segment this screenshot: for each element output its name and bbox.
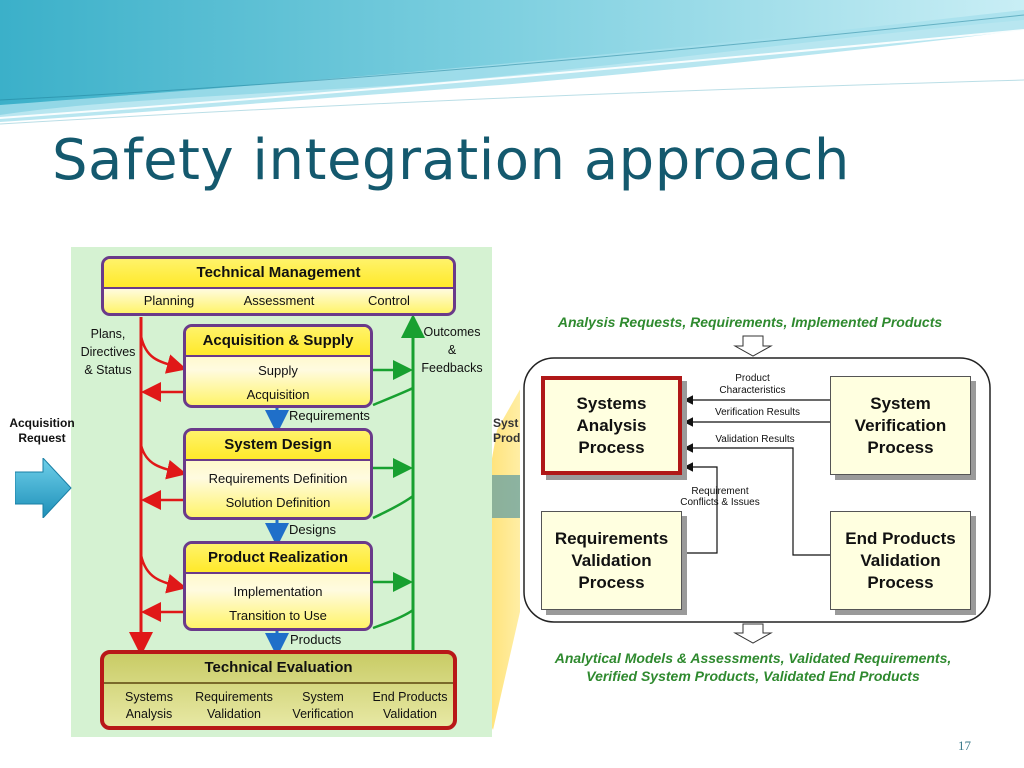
system-verification-process-box: System Verification Process [830,376,971,475]
te-item-requirements-validation: Requirements Validation [195,690,273,721]
outcomes-feedbacks-label: Outcomes & Feedbacks [421,325,483,375]
tm-item-planning: Planning [143,293,195,308]
system-design-box: System Design Requirements Definition So… [183,428,373,520]
product-realization-title: Product Realization [186,544,370,574]
validation-results-label: Validation Results [715,434,795,445]
pr-item-implementation: Implementation [233,584,323,599]
slide-title: Safety integration approach [52,128,850,193]
right-bottom-caption-line2: Verified System Products, Validated End … [586,668,920,684]
designs-flow-label: Designs [289,522,336,537]
as-item-supply: Supply [258,363,298,378]
page-number: 17 [958,738,971,753]
products-flow-label: Products [290,632,342,647]
technical-management-title: Technical Management [104,259,453,289]
systems-analysis-process-box: Systems Analysis Process [541,376,682,475]
acquisition-supply-box: Acquisition & Supply Supply Acquisition [183,324,373,408]
te-item-system-verification: System Verification [292,690,354,721]
te-item-systems-analysis: Systems Analysis [125,690,173,721]
te-item-end-products-validation: End Products Validation [372,690,448,721]
systems-analysis-process-label: Systems Analysis Process [576,393,647,457]
product-realization-box: Product Realization Implementation Trans… [183,541,373,631]
technical-evaluation-box: Technical Evaluation Systems Analysis Re… [100,650,457,730]
technical-evaluation-title: Technical Evaluation [104,654,453,684]
requirement-conflicts-label: Requirement Conflicts & Issues [680,486,760,508]
plans-directives-label: Plans, Directives & Status [80,327,136,377]
sd-item-solution-definition: Solution Definition [225,495,331,510]
acquisition-request-label: Acquisition Request [9,416,75,445]
technical-management-box: Technical Management Planning Assessment… [101,256,456,316]
requirements-validation-process-box: Requirements Validation Process [541,511,682,610]
system-design-title: System Design [186,431,370,461]
requirements-validation-process-label: Requirements Validation Process [554,528,669,592]
acquisition-supply-title: Acquisition & Supply [186,327,370,357]
system-verification-process-label: System Verification Process [854,393,947,457]
product-characteristics-label: Product Characteristics [719,373,786,396]
tm-item-assessment: Assessment [243,293,315,308]
pr-item-transition-to-use: Transition to Use [229,608,327,623]
tm-item-control: Control [368,293,410,308]
requirements-flow-label: Requirements [289,408,370,423]
sd-item-requirements-definition: Requirements Definition [208,471,348,486]
partial-hidden-label: Syst Prod [493,416,521,445]
end-products-validation-process-box: End Products Validation Process [830,511,971,610]
right-bottom-caption-line1: Analytical Models & Assessments, Validat… [554,650,952,666]
verification-results-label: Verification Results [714,407,801,418]
end-products-validation-process-label: End Products Validation Process [845,528,956,592]
as-item-acquisition: Acquisition [246,387,310,402]
acquisition-arrow-icon [15,458,72,518]
right-top-caption: Analysis Requests, Requirements, Impleme… [557,314,943,330]
